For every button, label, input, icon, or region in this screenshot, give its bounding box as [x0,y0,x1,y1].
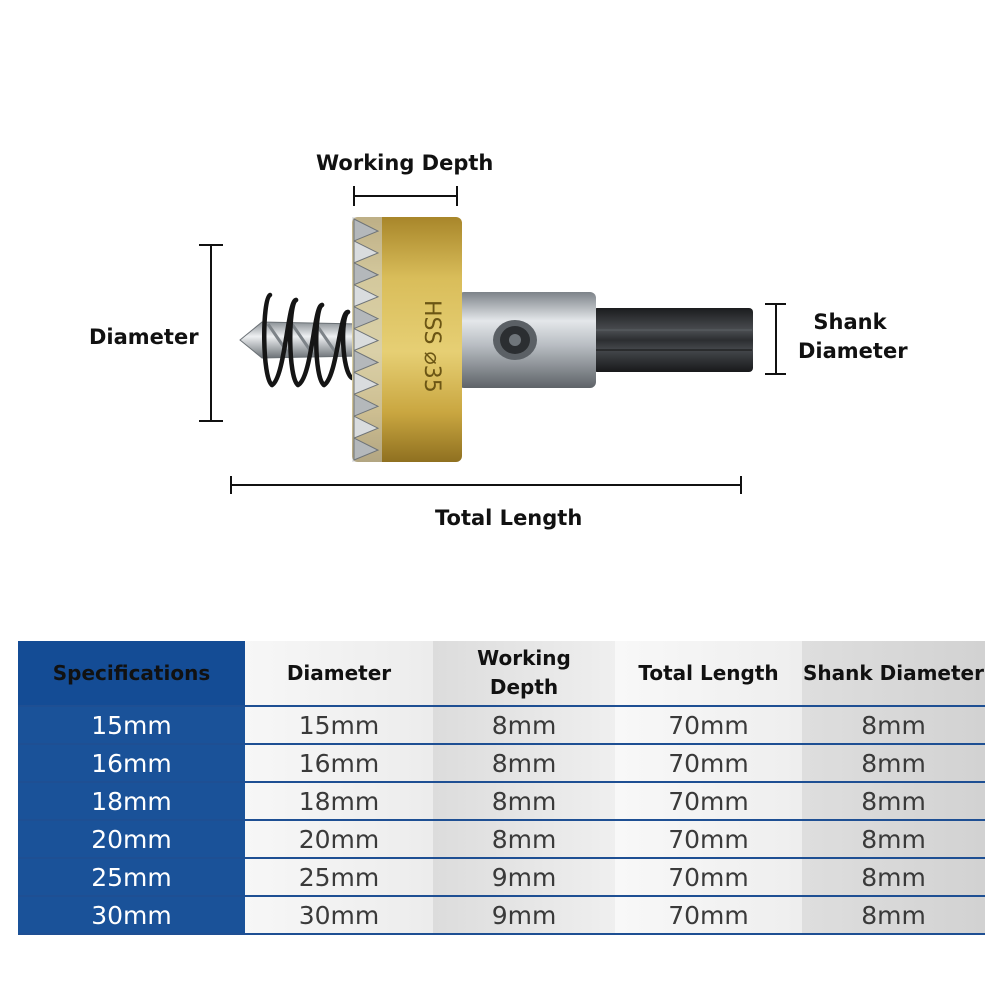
total-length-cell: 70mm [615,819,802,858]
cutter-tooth [353,262,380,286]
cutter-tooth [353,283,380,308]
cutter-tooth [353,349,380,374]
working-depth-label: Working Depth [316,151,494,175]
working-depth-dimension [353,186,458,206]
cutter-tooth [353,437,380,461]
diameter-cell: 16mm [245,743,433,782]
hole-saw-diagram: HSS ⌀35 [199,186,786,494]
spec-cell: 20mm [18,819,245,858]
arbor-body [458,292,596,388]
cutter-tooth [353,305,380,330]
working-depth-cell: 8mm [433,743,615,782]
shank-diameter-cell: 8mm [802,857,985,896]
header-shank-diameter: Shank Diameter [802,641,985,706]
table-header-row: Specifications Diameter Working Depth To… [18,641,985,706]
header-total-length: Total Length [615,641,802,706]
header-working-depth-line2: Depth [489,675,559,699]
total-length-cell: 70mm [615,781,802,820]
header-working-depth: Working Depth [433,641,615,706]
working-depth-cell: 8mm [433,705,615,744]
diameter-cell: 15mm [245,705,433,744]
working-depth-cell: 9mm [433,857,615,896]
spec-cell: 15mm [18,705,245,744]
shank-diameter-cell: 8mm [802,705,985,744]
spring [262,292,355,388]
cutter-tooth [353,327,380,352]
header-working-depth-line1: Working [477,646,571,670]
diameter-cell: 30mm [245,895,433,935]
cutter-tooth [353,393,380,417]
total-length-cell: 70mm [615,895,802,935]
spec-cell: 30mm [18,895,245,935]
diameter-label: Diameter [89,325,199,349]
pilot-drill [239,321,361,359]
working-depth-cell: 9mm [433,895,615,935]
cutter-engraving: HSS ⌀35 [419,300,444,393]
spec-cell: 16mm [18,743,245,782]
shank-diameter-cell: 8mm [802,895,985,935]
cutter-tooth [353,218,380,242]
working-depth-cell: 8mm [433,819,615,858]
shank-diameter-label-line2: Diameter [798,339,908,364]
shank-diameter-dimension [765,303,786,375]
shank-diameter-cell: 8mm [802,819,985,858]
total-length-dimension [230,476,742,494]
working-depth-cell: 8mm [433,781,615,820]
hex-shank [593,308,753,372]
cutter-tooth [353,415,380,439]
cutter-tooth [353,371,380,396]
header-specifications: Specifications [18,641,245,706]
diameter-cell: 20mm [245,819,433,858]
shank-diameter-label: Shank Diameter [798,308,908,367]
shank-diameter-cell: 8mm [802,781,985,820]
specifications-table: Specifications Diameter Working Depth To… [18,641,985,935]
shank-diameter-cell: 8mm [802,743,985,782]
cutter-teeth [353,218,380,461]
diameter-cell: 18mm [245,781,433,820]
shank-diameter-label-line1: Shank [813,310,887,334]
cutter-tooth [353,240,380,264]
total-length-cell: 70mm [615,743,802,782]
total-length-label: Total Length [435,506,583,530]
diameter-cell: 25mm [245,857,433,896]
total-length-cell: 70mm [615,705,802,744]
total-length-cell: 70mm [615,857,802,896]
spec-cell: 25mm [18,857,245,896]
diameter-dimension [199,244,223,422]
spec-cell: 18mm [18,781,245,820]
header-diameter: Diameter [245,641,433,706]
